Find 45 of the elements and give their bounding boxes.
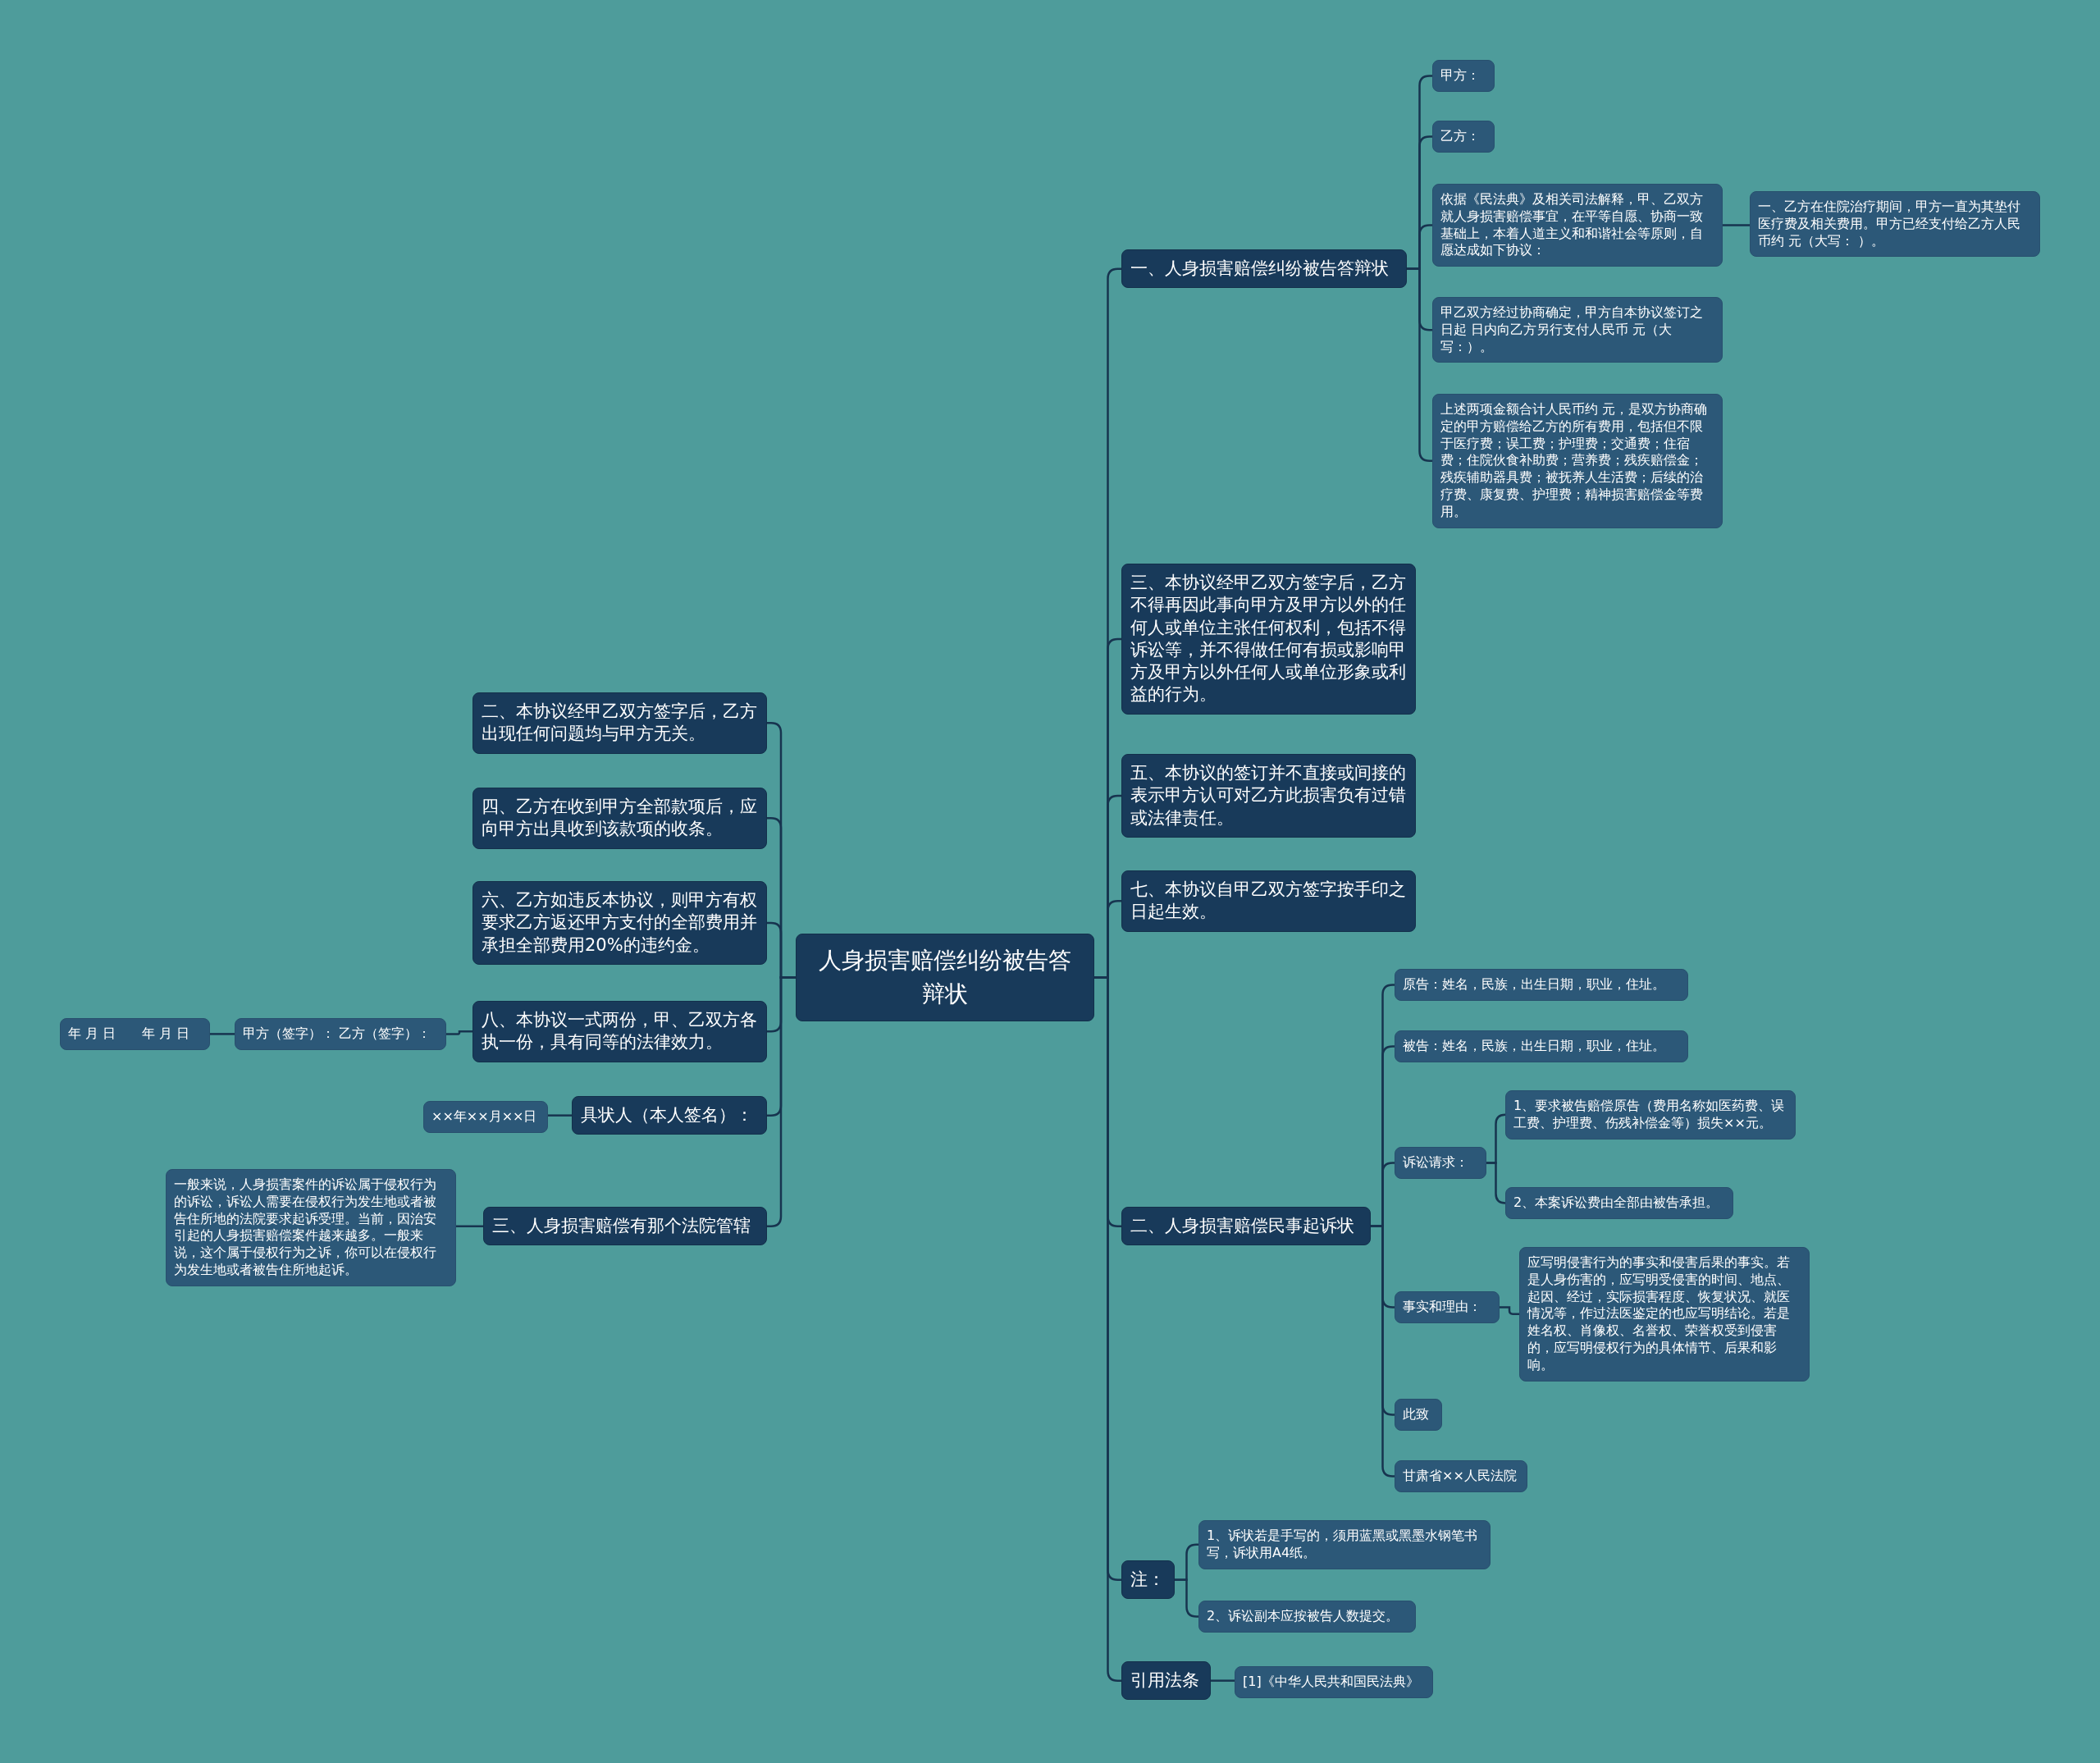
branch-box: 三、本协议经甲乙双方签字后，乙方不得再因此事向甲方及甲方以外的任何人或单位主张任何权利，包括不得诉讼等，并不得做任何有损或影响甲方及甲方以外任何人或单位形象或利益的行为。 (1121, 564, 1416, 715)
subtopic-box: 甲方： (1432, 60, 1495, 92)
subtopic-box: 甘肃省××人民法院 (1395, 1460, 1527, 1492)
connector-line (456, 1225, 483, 1227)
subtopic-box: 依据《民法典》及相关司法解释，甲、乙双方就人身损害赔偿事宜，在平等自愿、协商一致基础上，本着人道主义和和谐社会等原则，自愿达成如下协议： (1432, 184, 1723, 267)
branch-box: 五、本协议的签订并不直接或间接的表示甲方认可对乙方此损害负有过错或法律责任。 (1121, 754, 1416, 838)
connector-line (1723, 224, 1750, 226)
connector-line (446, 1030, 472, 1035)
subtopic-box: 此致 (1395, 1399, 1442, 1431)
subtopic-box: 年 月 日 年 月 日 (60, 1018, 210, 1050)
branch-box: 二、人身损害赔偿民事起诉状 (1121, 1207, 1371, 1246)
branch-box: 二、本协议经甲乙双方签字后，乙方出现任何问题均与甲方无关。 (472, 692, 767, 754)
subtopic-box: 上述两项金额合计人民币约 元，是双方协商确定的甲方赔偿给乙方的所有费用，包括但不限于医疗费；误工费；护理费；交通费；住宿费；住院伙食补助费；营养费；残疾赔偿金；残疾辅助器具费；被抚养人生活费；后续的治疗费、康复费、护理费；精神损害赔偿金等费用。 (1432, 394, 1723, 528)
subtopic-box: 应写明侵害行为的事实和侵害后果的事实。若是人身伤害的，应写明受侵害的时间、地点、起因、经过，实际损害程度、恢复状况、就医情况等，作过法医鉴定的也应写明结论。若是姓名权、肖像权、名誉权、荣誉权受到侵害的，应写明侵权行为的具体情节、后果和影响。 (1519, 1247, 1810, 1382)
branch-box: 七、本协议自甲乙双方签字按手印之日起生效。 (1121, 870, 1416, 932)
branch-box: 四、乙方在收到甲方全部款项后，应向甲方出具收到该款项的收条。 (472, 788, 767, 849)
branch-box: 引用法条 (1121, 1661, 1211, 1701)
connector-line (1500, 1306, 1519, 1316)
branch-box: 注： (1121, 1560, 1175, 1600)
branch-box: 八、本协议一式两份，甲、乙双方各执一份，具有同等的法律效力。 (472, 1001, 767, 1062)
branch-box: 具状人（本人签名）： (572, 1096, 767, 1135)
subtopic-box: 诉讼请求： (1395, 1147, 1486, 1179)
subtopic-box: 甲乙双方经过协商确定，甲方自本协议签订之日起 日内向乙方另行支付人民币 元（大写：）。 (1432, 297, 1723, 363)
connector-line (210, 1033, 235, 1035)
subtopic-box: 1、诉状若是手写的，须用蓝黑或黑墨水钢笔书写，诉状用A4纸。 (1198, 1520, 1491, 1569)
subtopic-box: 事实和理由： (1395, 1291, 1500, 1323)
subtopic-box: 2、诉讼副本应按被告人数提交。 (1198, 1601, 1416, 1633)
connector-line (548, 1114, 572, 1117)
subtopic-box: 一、乙方在住院治疗期间，甲方一直为其垫付医疗费及相关费用。甲方已经支付给乙方人民币约 元（大写： ）。 (1750, 191, 2040, 258)
subtopic-box: [1]《中华人民共和国民法典》 (1235, 1666, 1433, 1698)
subtopic-box: 原告：姓名，民族，出生日期，职业，住址。 (1395, 969, 1688, 1001)
central-topic: 人身损害赔偿纠纷被告答辩状 (796, 934, 1094, 1022)
subtopic-box: ××年××月××日 (423, 1101, 548, 1133)
subtopic-box: 乙方： (1432, 121, 1495, 153)
connector-line (1175, 1578, 1198, 1618)
connector-line (1486, 1162, 1507, 1204)
branch-box: 三、人身损害赔偿有那个法院管辖 (483, 1207, 767, 1246)
subtopic-box: 一般来说，人身损害案件的诉讼属于侵权行为的诉讼，诉讼人需要在侵权行为发生地或者被告住所地的法院要求起诉受理。当前，因治安引起的人身损害赔偿案件越来越多。一般来说，这个属于侵权行为之诉，你可以在侵权行为发生地或者被告住所地起诉。 (166, 1169, 456, 1286)
subtopic-box: 甲方（签字）： 乙方（签字）： (235, 1018, 446, 1050)
subtopic-box: 1、要求被告赔偿原告（费用名称如医药费、误工费、护理费、伤残补偿金等）损失××元。 (1505, 1090, 1796, 1140)
connector-line (1211, 1679, 1235, 1682)
subtopic-box: 2、本案诉讼费由全部由被告承担。 (1505, 1187, 1733, 1219)
branch-box: 六、乙方如违反本协议，则甲方有权要求乙方返还甲方支付的全部费用并承担全部费用20%的违约金。 (472, 881, 767, 965)
subtopic-box: 被告：姓名，民族，出生日期，职业，住址。 (1395, 1030, 1688, 1062)
branch-box: 一、人身损害赔偿纠纷被告答辩状 (1121, 249, 1407, 289)
